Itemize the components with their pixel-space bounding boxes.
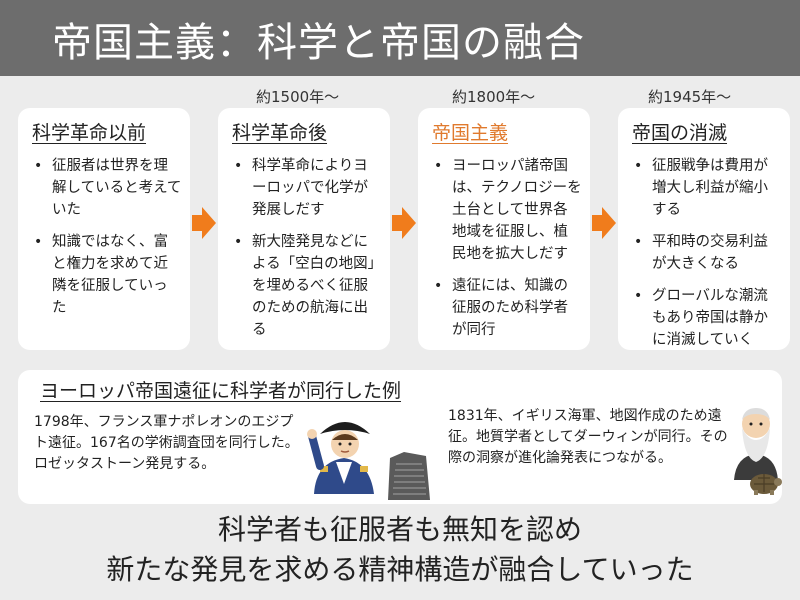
era-label-1945: 約1945年～ (648, 88, 732, 106)
napoleon-illustration (306, 406, 384, 502)
bullet-item: 平和時の交易利益が大きくなる (628, 231, 782, 275)
card-heading: 科学革命後 (232, 122, 328, 144)
card-before-scientific-revolution: 科学革命以前 征服者は世界を理解していると考えていた 知識ではなく、富と権力を求… (18, 108, 190, 350)
bullet-list: 征服者は世界を理解していると考えていた 知識ではなく、富と権力を求めて近隣を征服… (28, 155, 182, 319)
card-heading: 科学革命以前 (32, 122, 147, 144)
napoleon-expedition-text: 1798年、フランス軍ナポレオンのエジプト遠征。167名の学術調査団を同行した。… (34, 414, 299, 472)
bullet-item: 新大陸発見などによる「空白の地図」を埋めるべく征服のための航海に出る (228, 231, 382, 341)
bullet-item: ヨーロッパ諸帝国は、テクノロジーを土台として世界各地域を征服し、植民地を拡大しだ… (428, 155, 582, 265)
example-heading: ヨーロッパ帝国遠征に科学者が同行した例 (40, 380, 402, 402)
bullet-list: 征服戦争は費用が増大し利益が縮小する 平和時の交易利益が大きくなる グローバルな… (628, 155, 782, 351)
darwin-expedition-text: 1831年、イギリス海軍、地図作成のため遠征。地質学者としてダーウィンが同行。そ… (448, 408, 728, 466)
bullet-item: 知識ではなく、富と権力を求めて近隣を征服していった (28, 231, 182, 319)
tortoise-illustration (748, 466, 782, 500)
bullet-list: ヨーロッパ諸帝国は、テクノロジーを土台として世界各地域を征服し、植民地を拡大しだ… (428, 155, 582, 341)
bullet-item: 征服者は世界を理解していると考えていた (28, 155, 182, 221)
bullet-list: 科学革命によりヨーロッパで化学が発展しだす 新大陸発見などによる「空白の地図」を… (228, 155, 382, 341)
footer-conclusion: 科学者も征服者も無知を認め 新たな発見を求める精神構造が融合していった (0, 510, 800, 590)
bullet-item: 征服戦争は費用が増大し利益が縮小する (628, 155, 782, 221)
footer-line-2: 新たな発見を求める精神構造が融合していった (106, 553, 694, 586)
page-title: 帝国主義：科学と帝国の融合 (52, 20, 585, 66)
era-label-1500: 約1500年～ (256, 88, 340, 106)
era-label-1800: 約1800年～ (452, 88, 536, 106)
card-after-scientific-revolution: 科学革命後 科学革命によりヨーロッパで化学が発展しだす 新大陸発見などによる「空… (218, 108, 390, 350)
rosetta-stone-illustration (384, 450, 434, 506)
darwin-illustration (730, 400, 782, 484)
bullet-item: 遠征には、知識の征服のため科学者が同行 (428, 275, 582, 341)
title-bar: 帝国主義：科学と帝国の融合 (0, 0, 800, 76)
card-imperialism: 帝国主義 ヨーロッパ諸帝国は、テクノロジーを土台として世界各地域を征服し、植民地… (418, 108, 590, 350)
bullet-item: グローバルな潮流もあり帝国は静かに消滅していく (628, 285, 782, 351)
card-heading: 帝国の消滅 (632, 122, 728, 144)
card-heading: 帝国主義 (432, 122, 509, 144)
bullet-item: 科学革命によりヨーロッパで化学が発展しだす (228, 155, 382, 221)
footer-line-1: 科学者も征服者も無知を認め (217, 513, 582, 546)
card-empire-collapse: 帝国の消滅 征服戦争は費用が増大し利益が縮小する 平和時の交易利益が大きくなる … (618, 108, 790, 350)
example-box: ヨーロッパ帝国遠征に科学者が同行した例 1798年、フランス軍ナポレオンのエジプ… (18, 370, 782, 504)
